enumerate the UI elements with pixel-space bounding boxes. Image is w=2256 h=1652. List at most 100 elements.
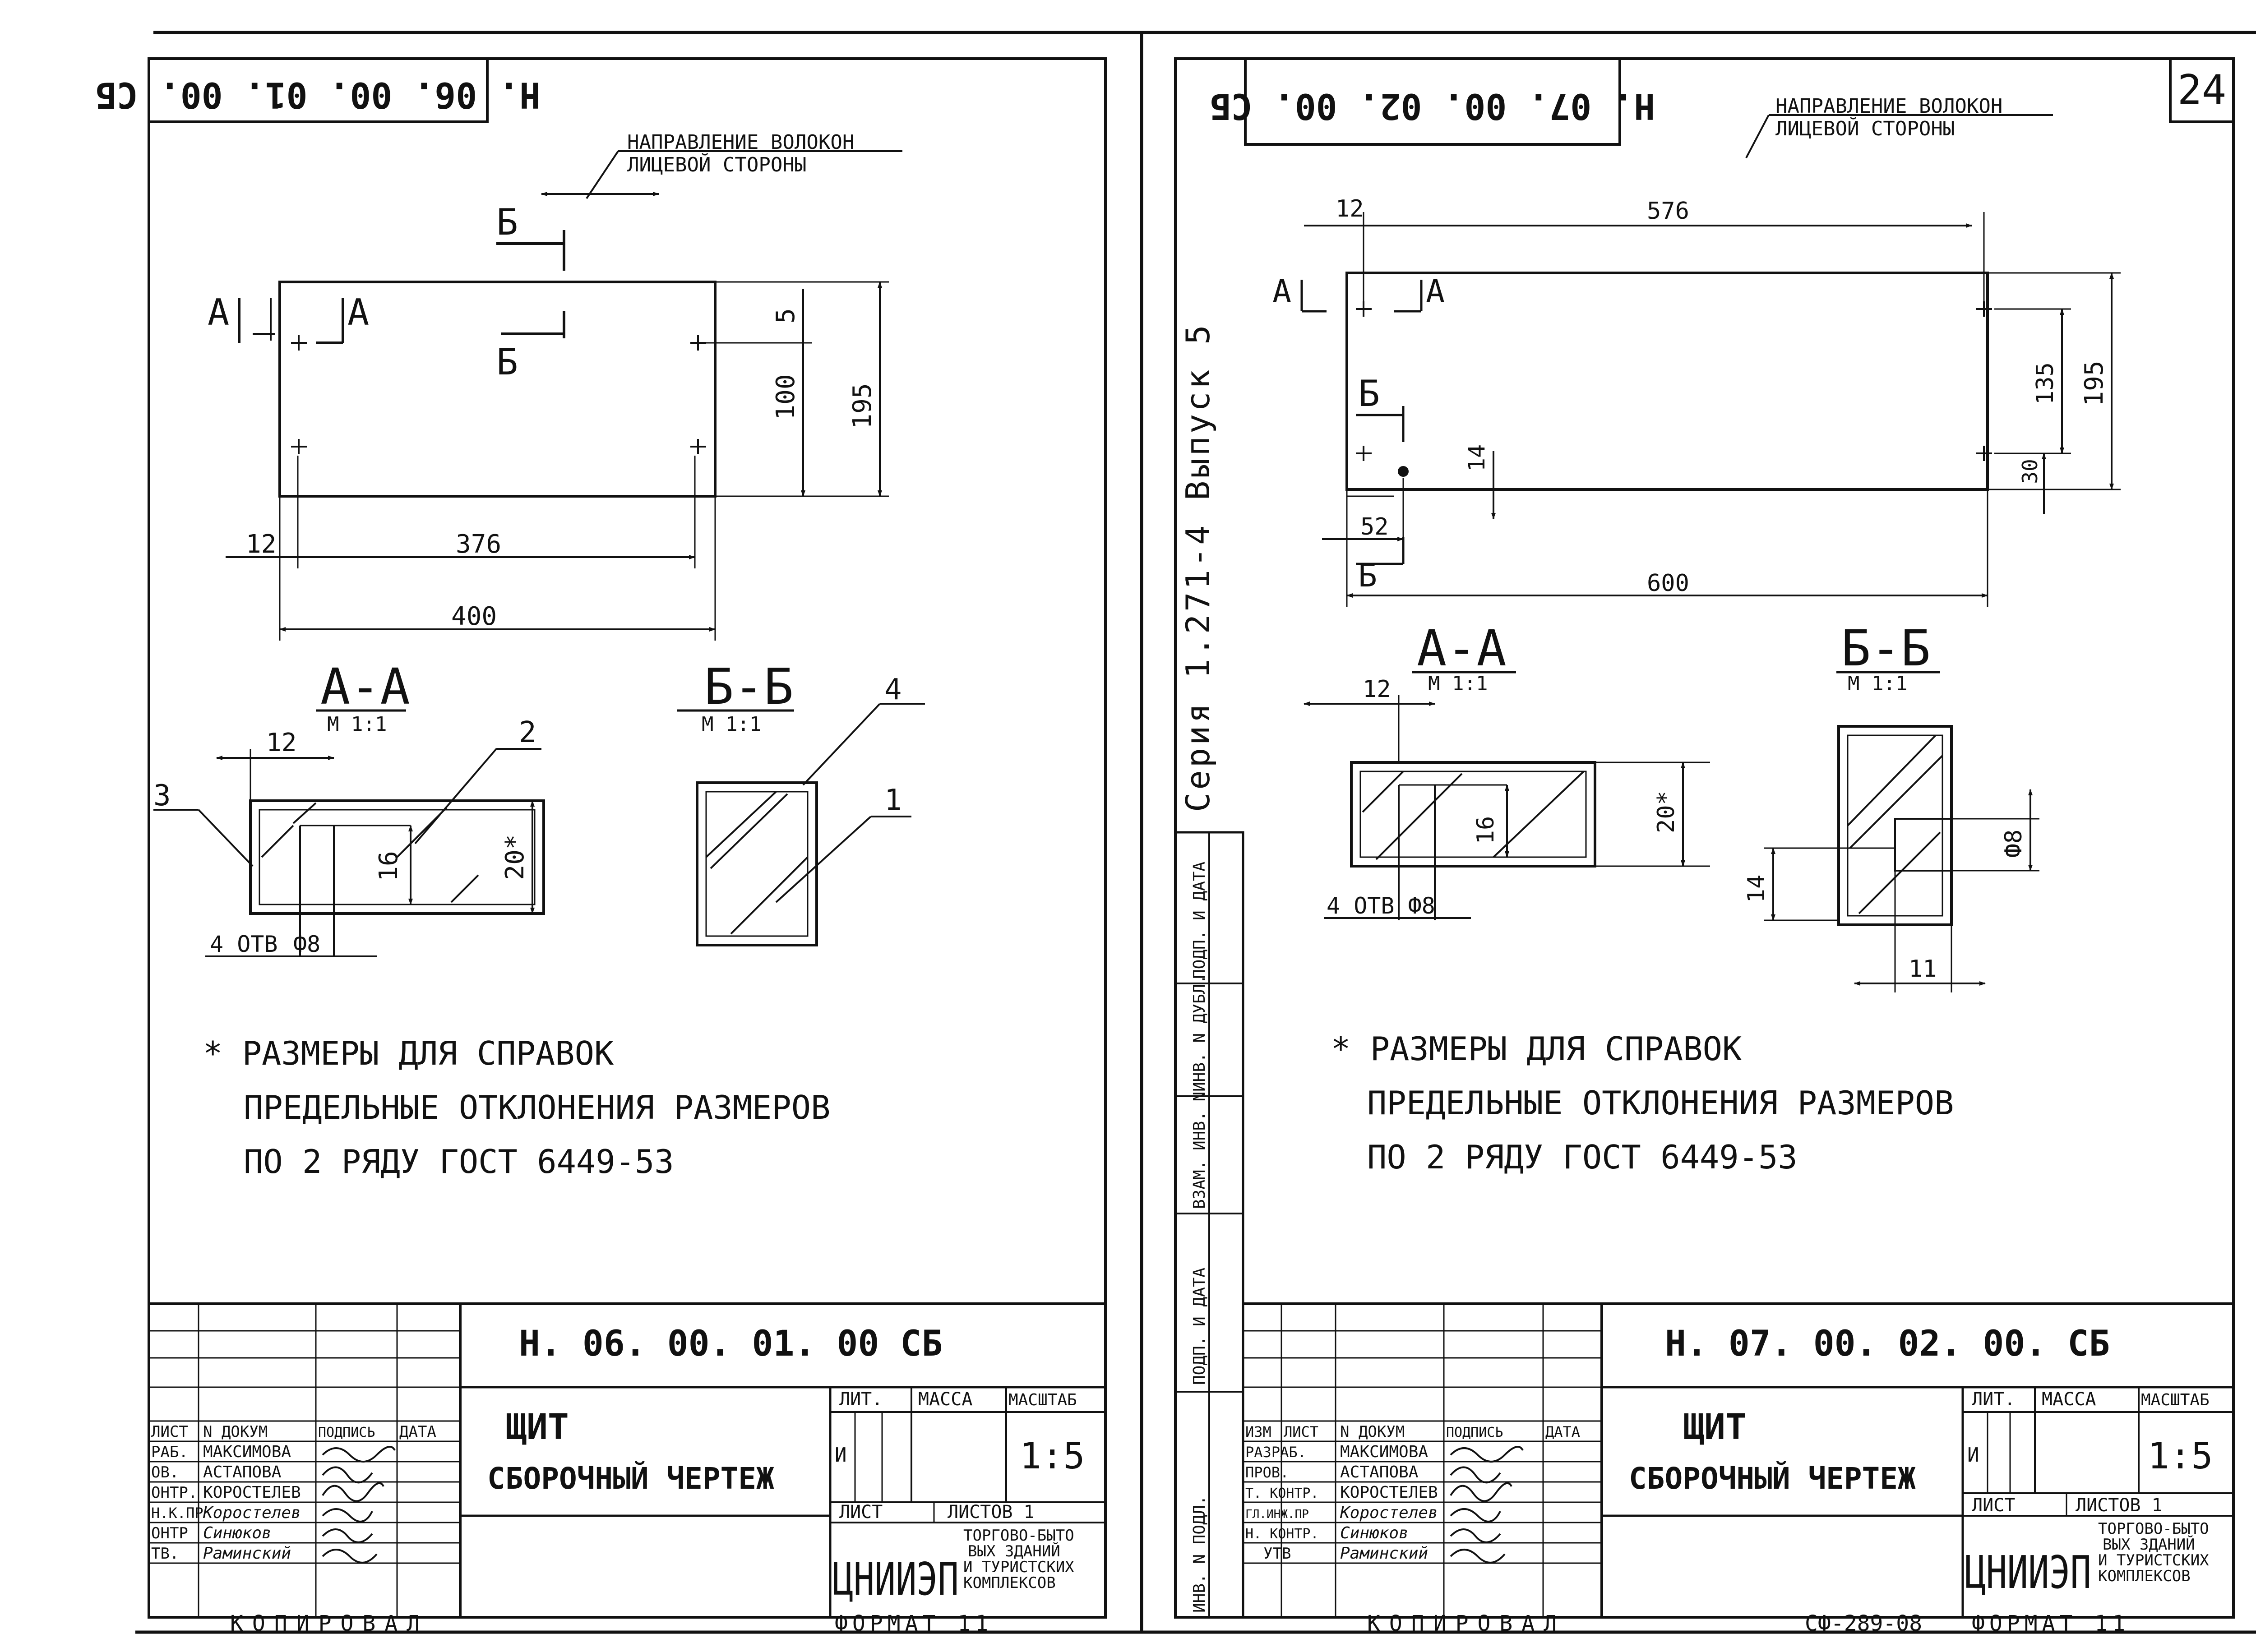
left-label-b1: Б xyxy=(496,201,518,243)
right-dim-52: 52 xyxy=(1360,513,1389,540)
left-tb-role-2: ОВ. xyxy=(151,1463,179,1481)
left-grain-note-line1: НАПРАВЛЕНИЕ ВОЛОКОН xyxy=(627,131,854,154)
right-label-a1: А xyxy=(1272,273,1291,310)
left-aa-holes: 4 ОТВ xyxy=(210,931,278,957)
left-note-1: * РАЗМЕРЫ ДЛЯ СПРАВОК xyxy=(203,1034,614,1072)
left-tb-role-4: Н.К.ПР xyxy=(151,1504,203,1522)
left-dim-400: 400 xyxy=(451,602,497,631)
right-designation-mirrored: Н. 07. 00. 02. 00. СБ xyxy=(1210,86,1655,126)
left-aa-dim-16: 16 xyxy=(374,851,403,881)
left-signatures xyxy=(322,1446,396,1564)
right-tb-org-logo: ЦНИИЭП xyxy=(1965,1546,2091,1599)
right-sheet: Н. 07. 00. 02. 00. СБ 24 НАПРАВЛЕНИЕ ВОЛ… xyxy=(1174,57,2235,1636)
right-tb-org-1: ТОРГОВО-БЫТО xyxy=(2098,1520,2209,1538)
left-tb-lit-label: ЛИТ. xyxy=(839,1389,883,1410)
right-aa-dim-16: 16 xyxy=(1472,816,1499,844)
right-grain-note: НАПРАВЛЕНИЕ ВОЛОКОН ЛИЦЕВОЙ СТОРОНЫ xyxy=(1745,95,2053,158)
right-format: ФОРМАТ 11 xyxy=(1972,1611,2130,1636)
right-tb-org-2: ВЫХ ЗДАНИЙ xyxy=(2103,1535,2195,1554)
left-note-3: ПО 2 РЯДУ ГОСТ 6449-53 xyxy=(244,1143,674,1181)
right-notes: * РАЗМЕРЫ ДЛЯ СПРАВОК ПРЕДЕЛЬНЫЕ ОТКЛОНЕ… xyxy=(1331,1030,1954,1176)
left-tb-name-4: Коростелев xyxy=(203,1504,301,1522)
right-label-b1: Б xyxy=(1358,373,1380,415)
right-bb-title: Б-Б xyxy=(1841,619,1931,677)
left-tb-head-date: ДАТА xyxy=(399,1423,436,1441)
left-aa-dim-12: 12 xyxy=(266,728,296,757)
right-tb-role-6: УТВ xyxy=(1263,1545,1291,1563)
right-tb-head-sheet: ЛИСТ xyxy=(1284,1423,1318,1440)
left-dim-100: 100 xyxy=(771,374,800,420)
right-tb-role-1: РАЗРАБ. xyxy=(1245,1444,1306,1461)
right-bb-dim-14: 14 xyxy=(1743,875,1770,903)
left-section-bb: Б-Б М 1:1 4 1 xyxy=(677,658,925,946)
left-tb-role-6: ТВ. xyxy=(151,1545,179,1563)
right-grain-note-line1: НАПРАВЛЕНИЕ ВОЛОКОН xyxy=(1775,95,2002,118)
left-dim-5: 5 xyxy=(771,308,800,323)
right-tb-role-4: ГЛ.ИНЖ.ПР xyxy=(1245,1508,1309,1521)
right-main-view: А А Б Б xyxy=(1272,272,1992,594)
right-tb-scale-label: МАСШТАБ xyxy=(2141,1391,2210,1409)
right-aa-scale: М 1:1 xyxy=(1428,672,1488,695)
left-grain-note-line2: ЛИЦЕВОЙ СТОРОНЫ xyxy=(627,152,806,176)
right-dim-195: 195 xyxy=(2080,360,2109,406)
right-signatures xyxy=(1450,1446,1524,1564)
right-tb-name-4: Коростелев xyxy=(1340,1504,1438,1522)
right-stamp-podp-data-1: ПОДП. И ДАТА xyxy=(1190,1268,1209,1385)
left-tb-scale-label: МАСШТАБ xyxy=(1008,1391,1077,1409)
left-dim-12: 12 xyxy=(246,530,276,559)
right-tb-mass-label: МАССА xyxy=(2042,1389,2096,1410)
left-note-2: ПРЕДЕЛЬНЫЕ ОТКЛОНЕНИЯ РАЗМЕРОВ xyxy=(244,1089,830,1126)
right-tb-head-date: ДАТА xyxy=(1545,1423,1580,1440)
right-tb-sheet-label: ЛИСТ xyxy=(1972,1495,2015,1516)
right-tb-name-6: Раминский xyxy=(1340,1544,1428,1563)
right-tb-role-3: Т. КОНТР. xyxy=(1245,1486,1319,1501)
left-tb-lit-value: И xyxy=(835,1444,847,1467)
left-tb-name-5: Синюков xyxy=(203,1524,272,1542)
left-section-aa: А-А М 1:1 12 16 20* 4 ОТВ Ф8 3 xyxy=(153,658,545,957)
right-bb-scale: М 1:1 xyxy=(1848,672,1907,695)
left-bb-title: Б-Б xyxy=(704,658,794,715)
right-tb-designation: Н. 07. 00. 02. 00. СБ xyxy=(1665,1324,2110,1364)
right-tb-name: ЩИТ xyxy=(1683,1407,1747,1448)
right-dimensions: 12 576 600 52 14 195 135 30 xyxy=(1304,195,2121,607)
left-tb-org-logo: ЦНИИЭП xyxy=(832,1553,959,1606)
right-stamp-podp-data-2: ПОДП. И ДАТА xyxy=(1190,862,1209,979)
right-tb-role-2: ПРОВ. xyxy=(1245,1464,1289,1481)
right-tb-doctype: СБОРОЧНЫЙ ЧЕРТЕЖ xyxy=(1629,1461,1916,1496)
left-tb-name: ЩИТ xyxy=(505,1407,569,1448)
right-tb-name-1: МАКСИМОВА xyxy=(1340,1443,1428,1461)
left-tb-head-sign: ПОДПИСЬ xyxy=(318,1425,375,1440)
right-designation-box: Н. 07. 00. 02. 00. СБ xyxy=(1210,57,1655,146)
right-tb-name-5: Синюков xyxy=(1340,1524,1409,1542)
right-stamp-vzam-inv: ВЗАМ. ИНВ. N xyxy=(1190,1092,1209,1209)
right-tb-lit-value: И xyxy=(1967,1444,1979,1467)
right-tb-lit-label: ЛИТ. xyxy=(1972,1389,2015,1410)
left-aa-scale: М 1:1 xyxy=(327,713,387,736)
left-tb-sheet-label: ЛИСТ xyxy=(839,1502,883,1523)
right-note-2: ПРЕДЕЛЬНЫЕ ОТКЛОНЕНИЯ РАЗМЕРОВ xyxy=(1367,1084,1954,1122)
page-borders xyxy=(135,31,2256,1634)
left-bb-callout-1: 1 xyxy=(884,784,902,817)
right-dim-576: 576 xyxy=(1647,198,1689,225)
left-notes: * РАЗМЕРЫ ДЛЯ СПРАВОК ПРЕДЕЛЬНЫЕ ОТКЛОНЕ… xyxy=(203,1034,830,1181)
right-dim-30: 30 xyxy=(2018,459,2042,484)
right-grain-note-line2: ЛИЦЕВОЙ СТОРОНЫ xyxy=(1775,116,1955,140)
left-tb-name-1: МАКСИМОВА xyxy=(203,1443,291,1461)
right-tb-role-5: Н. КОНТР. xyxy=(1245,1526,1319,1542)
right-section-bb: Б-Б М 1:1 Ф8 14 11 xyxy=(1743,619,2039,992)
left-tb-mass-label: МАССА xyxy=(918,1389,972,1410)
left-grain-note: НАПРАВЛЕНИЕ ВОЛОКОН ЛИЦЕВОЙ СТОРОНЫ xyxy=(541,131,902,199)
left-copied: КОПИРОВАЛ xyxy=(230,1611,429,1636)
left-label-a2: А xyxy=(347,291,369,333)
right-page-number-box: 24 xyxy=(2169,57,2235,123)
right-tb-name-3: КОРОСТЕЛЕВ xyxy=(1340,1483,1438,1502)
right-dim-600: 600 xyxy=(1647,570,1689,597)
left-tb-org-2: ВЫХ ЗДАНИЙ xyxy=(968,1542,1060,1560)
left-aa-callout-2: 2 xyxy=(519,716,536,749)
left-tb-org-3: И ТУРИСТСКИХ xyxy=(963,1558,1074,1576)
left-sheet: Н. 06. 00. 01. 00. СБ НАПРАВЛЕНИЕ ВОЛОКО… xyxy=(96,57,1107,1636)
left-label-b2: Б xyxy=(496,341,518,383)
right-dim-14: 14 xyxy=(1464,444,1490,471)
left-main-view: А А Б Б xyxy=(208,201,717,498)
